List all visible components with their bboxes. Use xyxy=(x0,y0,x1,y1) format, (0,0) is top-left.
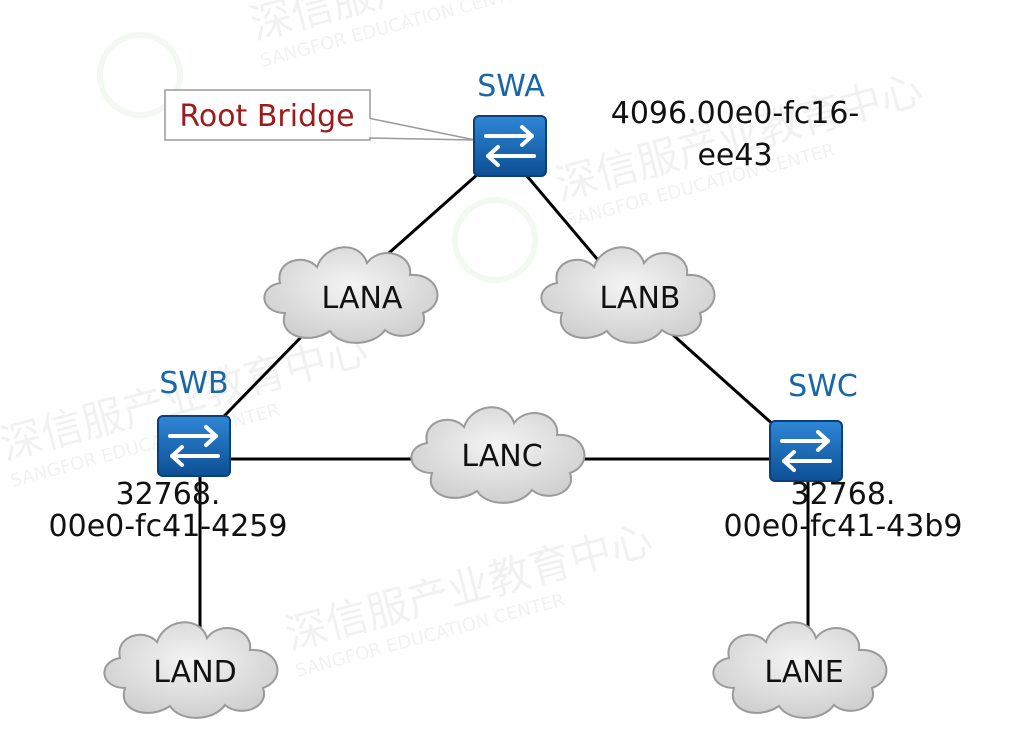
callout-box xyxy=(164,89,371,141)
cloud-land: LAND xyxy=(103,621,279,719)
watermark-logo-icon xyxy=(97,32,183,118)
switch-swc: SWC 32768. 00e0-fc41-43b9 xyxy=(724,369,963,544)
switch-icon xyxy=(156,414,232,478)
callout-label: Root Bridge xyxy=(179,99,354,134)
svg-text:深信服产业教育中心: 深信服产业教育中心 xyxy=(280,514,658,659)
switch-icon xyxy=(768,419,844,483)
cloud-label: LANB xyxy=(600,281,681,316)
watermark-logo-icon xyxy=(452,197,538,283)
watermark-1: 深信服产业教育中心 SANGFOR EDUCATION CENTER xyxy=(245,0,623,72)
switch-swb: SWB 32768. 00e0-fc41-4259 xyxy=(49,366,288,544)
cloud-label: LAND xyxy=(153,655,236,690)
bridge-id-line2: ee43 xyxy=(697,138,772,173)
root-bridge-callout: Root Bridge xyxy=(164,89,476,141)
cloud-lanc: LANC xyxy=(410,406,586,504)
bridge-id-line1: 32768. xyxy=(791,477,896,512)
cloud-lanb: LANB xyxy=(540,246,716,344)
cloud-lane: LANE xyxy=(712,621,888,719)
cloud-label: LANC xyxy=(461,439,542,474)
bridge-id-line2: 00e0-fc41-43b9 xyxy=(724,509,963,544)
callout-pointer xyxy=(367,117,476,141)
bridge-id-line1: 32768. xyxy=(116,477,221,512)
switch-name: SWA xyxy=(477,69,545,104)
bridge-id-line1: 4096.00e0-fc16- xyxy=(611,96,859,131)
watermark-4: 深信服产业教育中心 SANGFOR EDUCATION CENTER xyxy=(280,514,658,681)
switch-name: SWC xyxy=(788,369,858,404)
bridge-id-line2: 00e0-fc41-4259 xyxy=(49,509,288,544)
cloud-label: LANA xyxy=(322,281,403,316)
cloud-lana: LANA xyxy=(263,246,439,344)
switch-name: SWB xyxy=(159,366,228,401)
switch-icon xyxy=(472,114,548,178)
cloud-label: LANE xyxy=(764,655,843,690)
switch-swa: SWA 4096.00e0-fc16- ee43 xyxy=(472,69,859,178)
